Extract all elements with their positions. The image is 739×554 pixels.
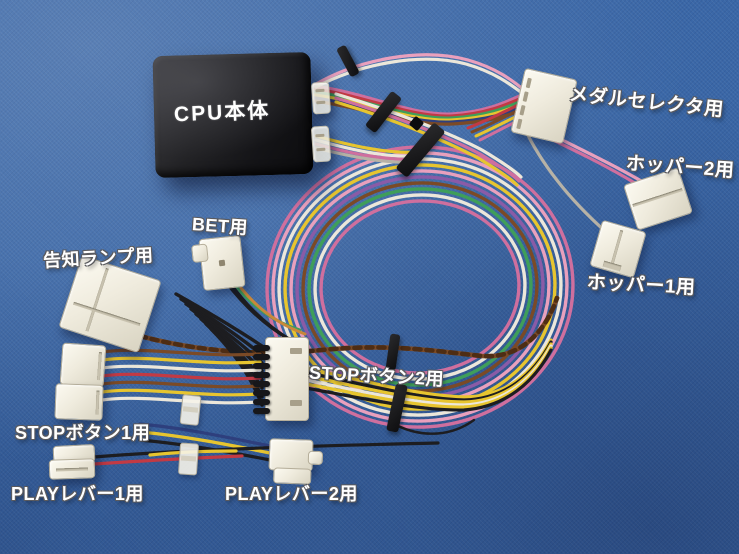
label-hopper1: ホッパー1用 xyxy=(586,272,696,299)
crimp-tooth xyxy=(253,345,270,351)
crimp-tooth xyxy=(253,408,270,414)
connector-groove xyxy=(95,390,100,415)
wire xyxy=(209,327,264,407)
wire xyxy=(138,438,272,462)
wire xyxy=(100,380,262,389)
connector-groove xyxy=(632,188,683,208)
connector-slot xyxy=(516,118,523,130)
wire xyxy=(138,422,272,448)
cable-clip xyxy=(177,442,200,476)
wire-bundle-bottom xyxy=(304,338,553,412)
wire xyxy=(100,388,262,397)
wire xyxy=(92,441,440,459)
cpu-exit-connector-top xyxy=(310,81,332,115)
connector-slot xyxy=(522,91,529,102)
bet-connector xyxy=(190,234,246,292)
crimp-tooth xyxy=(253,399,270,405)
cpu-box: CPU本体 xyxy=(152,51,314,179)
stop-button2-connector xyxy=(253,337,309,421)
wire xyxy=(239,286,307,336)
stop-button1-connector-lower xyxy=(54,383,104,421)
wire xyxy=(100,356,262,365)
cable-clip-band xyxy=(182,406,199,413)
connector-slot xyxy=(315,133,325,138)
wire-loop-strand xyxy=(301,181,539,393)
play-lever2-connector-tab xyxy=(307,450,324,466)
wire xyxy=(138,430,272,455)
zip-tie-tail xyxy=(396,418,476,435)
crimp-tooth xyxy=(253,390,270,396)
cpu-box-label: CPU本体 xyxy=(173,99,271,127)
connector-slot xyxy=(519,104,526,116)
wire-loop-strand xyxy=(265,145,575,429)
wire-loop-strand xyxy=(313,193,527,381)
crimp-tooth xyxy=(253,372,270,378)
connector-slot xyxy=(218,259,226,267)
connector-groove xyxy=(85,267,109,332)
label-play-lever2: PLAYレバー2用 xyxy=(225,484,358,504)
play-lever1-connector-lower xyxy=(48,458,96,480)
connector-groove xyxy=(55,467,89,472)
connector-slot xyxy=(316,147,326,152)
connector-slot xyxy=(290,348,302,354)
wire xyxy=(304,348,553,412)
connector-slot xyxy=(290,400,302,406)
cable-clip-band xyxy=(180,455,197,462)
wire xyxy=(334,92,523,179)
label-bet: BET用 xyxy=(191,214,249,238)
wire xyxy=(174,292,264,348)
connector-groove xyxy=(609,229,624,268)
play-lever2-connector xyxy=(268,438,324,485)
wire xyxy=(313,87,526,118)
wire xyxy=(92,454,244,466)
connector-groove xyxy=(96,352,102,381)
stop-button1-connector-upper xyxy=(59,342,107,388)
bet-connector-tab xyxy=(190,243,209,264)
connector-groove xyxy=(73,301,141,327)
wire-play2 xyxy=(138,422,272,462)
crimp-tooth xyxy=(253,381,270,387)
wire xyxy=(313,84,526,116)
crimp-tooth xyxy=(253,363,270,369)
wire-loop-strand xyxy=(319,199,521,375)
cable-clip xyxy=(179,394,202,426)
crimp-tooth xyxy=(253,354,270,360)
wire xyxy=(100,348,262,357)
wire xyxy=(100,364,262,373)
wire-stop1-ribbon xyxy=(100,348,262,405)
label-play-lever1: PLAYレバー1用 xyxy=(11,484,144,504)
connector-slot xyxy=(315,88,325,93)
wire xyxy=(100,396,262,405)
wire-loop-strand xyxy=(307,187,533,387)
wire-twisted-brown xyxy=(137,295,560,359)
connector-slot xyxy=(525,77,532,89)
connector-slot xyxy=(316,100,326,105)
cpu-exit-connector-bottom xyxy=(310,125,332,163)
wire xyxy=(137,295,560,359)
label-stop-button1: STOPボタン1用 xyxy=(15,423,151,443)
wire xyxy=(100,372,262,381)
